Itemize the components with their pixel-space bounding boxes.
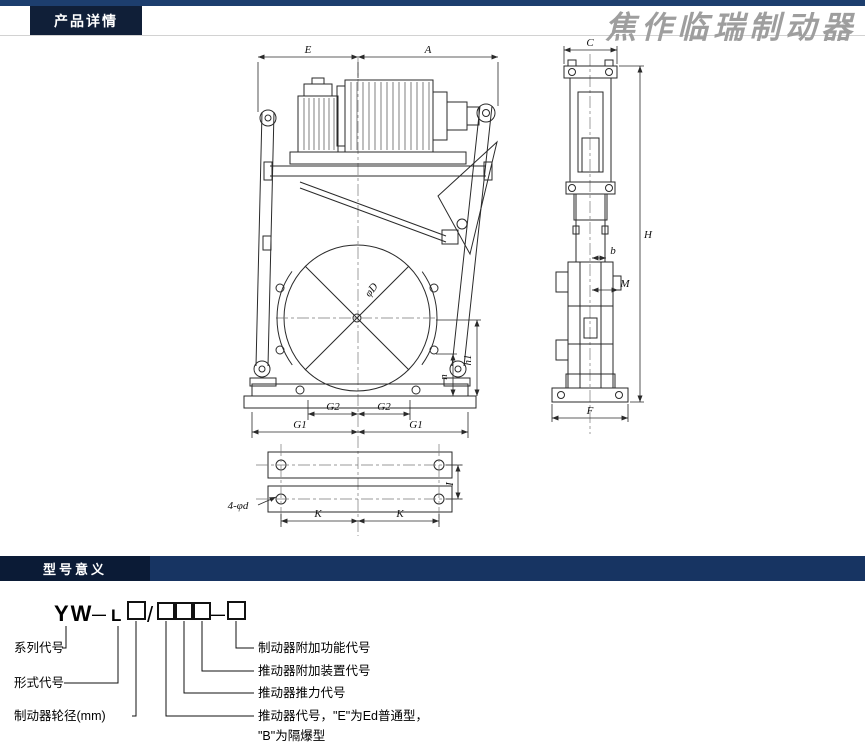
model-form-code: L bbox=[111, 606, 121, 625]
header-divider bbox=[0, 35, 865, 36]
label-form-code: 形式代号 bbox=[14, 676, 64, 690]
dimension-labels: E A φD h1 n G2 G2 G1 G1 C H b M F I K K … bbox=[228, 37, 653, 520]
label-wheel-diameter: 制动器轮径(mm) bbox=[14, 709, 106, 723]
label-attachment-device-code: 推动器附加装置代号 bbox=[258, 664, 371, 678]
section-title-model-meaning: 型号意义 bbox=[42, 562, 107, 577]
dim-label-G1-left: G1 bbox=[293, 419, 306, 431]
dim-label-K-left: K bbox=[313, 508, 322, 520]
model-box-thruster-code bbox=[157, 602, 175, 620]
model-box-thrust-code bbox=[175, 602, 193, 620]
label-additional-function-code: 制动器附加功能代号 bbox=[258, 641, 371, 655]
front-view-dimension-lines bbox=[251, 54, 499, 438]
dim-label-E: E bbox=[304, 44, 312, 56]
model-dash-1: — bbox=[92, 606, 106, 622]
section-header-model-meaning: 型号意义 bbox=[0, 556, 865, 581]
side-view bbox=[551, 54, 629, 434]
dim-label-K-right: K bbox=[395, 508, 404, 520]
plan-view-dimension-lines bbox=[257, 464, 462, 527]
dim-label-H: H bbox=[643, 229, 653, 241]
model-diagram: YW — L / — 系列代号 形式代号 制动器轮径(mm) 制动器附加功能代号… bbox=[14, 601, 428, 743]
dim-label-bolt-holes: 4-φd bbox=[228, 500, 249, 512]
model-box-wheel-diameter bbox=[127, 601, 146, 620]
model-dash-2: — bbox=[211, 606, 225, 622]
model-slash: / bbox=[147, 602, 154, 627]
model-box-attachment-code bbox=[193, 602, 211, 620]
section-header-product-details: 产品详情 bbox=[30, 6, 142, 35]
dim-label-F: F bbox=[586, 405, 594, 417]
label-thruster-code-line1: 推动器代号，"E"为Ed普通型， bbox=[258, 709, 428, 723]
model-leader-lines bbox=[62, 621, 254, 717]
dim-label-n: n bbox=[438, 374, 450, 380]
dim-label-h1: h1 bbox=[462, 355, 474, 366]
dim-label-G2-left: G2 bbox=[326, 401, 340, 413]
side-view-dimension-lines bbox=[551, 46, 644, 422]
model-box-function-code bbox=[227, 601, 246, 620]
label-thruster-code-line2: "B"为隔爆型 bbox=[258, 729, 325, 743]
section-title-box: 型号意义 bbox=[0, 556, 150, 581]
dim-label-A: A bbox=[424, 44, 432, 56]
label-series-code: 系列代号 bbox=[14, 641, 64, 655]
dim-label-G1-right: G1 bbox=[409, 419, 422, 431]
front-view bbox=[243, 58, 498, 536]
dim-label-b: b bbox=[610, 245, 616, 257]
dim-label-M: M bbox=[619, 278, 630, 290]
dim-label-I: I bbox=[444, 481, 456, 487]
plan-view bbox=[256, 444, 464, 524]
brand-watermark: 焦作临瑞制动器 bbox=[605, 10, 857, 45]
dim-label-G2-right: G2 bbox=[377, 401, 391, 413]
section-title-product-details: 产品详情 bbox=[54, 12, 118, 29]
dim-label-C: C bbox=[586, 37, 594, 49]
label-thrust-code: 推动器推力代号 bbox=[258, 686, 346, 700]
model-series-code: YW bbox=[54, 601, 93, 626]
top-accent-strip bbox=[0, 0, 865, 6]
